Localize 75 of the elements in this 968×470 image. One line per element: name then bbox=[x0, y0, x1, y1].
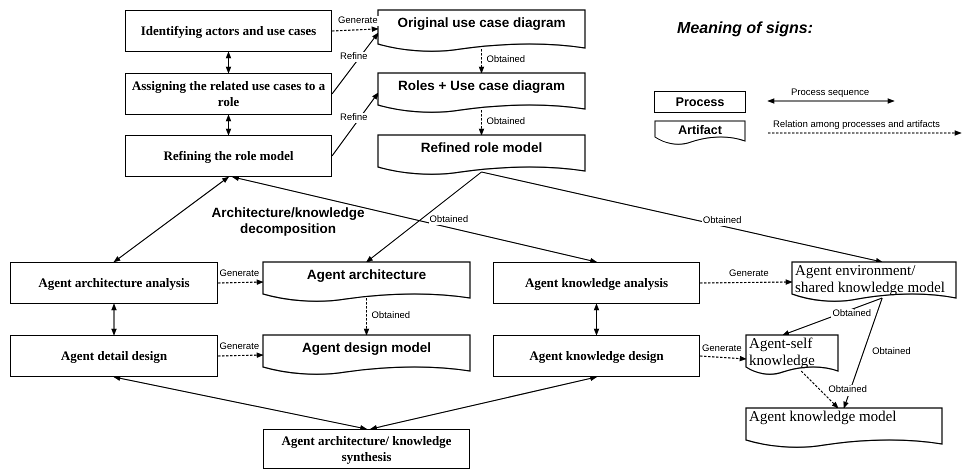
process-box bbox=[125, 135, 332, 177]
arrow bbox=[332, 92, 378, 156]
edge-label: Generate bbox=[337, 16, 379, 26]
edge-label: Obtained bbox=[702, 216, 742, 226]
process-label: Assigning the related use cases to a role bbox=[130, 78, 326, 110]
legend-label: Artifact bbox=[678, 123, 722, 137]
arrow bbox=[332, 26, 379, 32]
artifact-label: Original use case diagram bbox=[397, 15, 566, 30]
process-label: Agent knowledge analysis bbox=[524, 275, 668, 291]
legend-label: Process sequence bbox=[790, 88, 870, 98]
double-arrow bbox=[370, 376, 598, 430]
process-box bbox=[125, 10, 332, 52]
artifact-label: Agent knowledge model bbox=[749, 409, 896, 426]
artifact-label: Agent environment/ shared knowledge model bbox=[795, 263, 946, 297]
artifact-document bbox=[792, 262, 956, 302]
artifact-document bbox=[378, 73, 585, 113]
artifact-label: Roles + Use case diagram bbox=[398, 78, 565, 93]
edge-label: Obtained bbox=[871, 347, 912, 358]
artifact-document bbox=[263, 262, 470, 302]
edge-label: Obtained bbox=[370, 310, 412, 321]
edge-label: Obtained bbox=[831, 308, 872, 320]
edge-label: Generate bbox=[728, 268, 770, 279]
artifact-document bbox=[263, 335, 470, 375]
edge-label: Obtained bbox=[428, 214, 470, 226]
double-arrow bbox=[113, 176, 230, 262]
double-arrow bbox=[226, 114, 232, 136]
arrow bbox=[478, 49, 484, 74]
process-label: Agent knowledge design bbox=[529, 348, 664, 364]
arrow bbox=[218, 352, 264, 358]
edge-label: Refine bbox=[339, 52, 368, 62]
legend-title: Meaning of signs: bbox=[676, 20, 814, 38]
artifact-label: Agent architecture bbox=[306, 267, 426, 282]
edge-label: Obtained bbox=[827, 385, 868, 396]
artifact-document bbox=[746, 335, 838, 375]
legend-label: Relation among processes and artifacts bbox=[772, 120, 941, 130]
edge-label: Obtained bbox=[486, 55, 526, 66]
process-label: Agent architecture analysis bbox=[38, 275, 190, 291]
artifact-document bbox=[378, 135, 585, 175]
arrow bbox=[700, 355, 747, 362]
edge-label: Generate bbox=[218, 342, 260, 352]
process-box bbox=[493, 262, 700, 304]
arrow bbox=[700, 279, 793, 285]
arrow bbox=[481, 171, 883, 264]
edge-label: Generate bbox=[218, 268, 260, 279]
process-label: Agent detail design bbox=[60, 348, 168, 364]
artifact-document bbox=[378, 10, 585, 52]
edge-label: Refine bbox=[339, 112, 368, 123]
double-arrow bbox=[594, 303, 600, 336]
arrow bbox=[218, 279, 264, 285]
process-box bbox=[125, 73, 332, 115]
process-box bbox=[10, 335, 218, 377]
legend-label: Process bbox=[676, 95, 724, 109]
process-label: Identifying actors and use cases bbox=[140, 23, 316, 39]
process-box bbox=[263, 429, 470, 469]
artifact-label: Agent design model bbox=[302, 340, 431, 355]
section-label: Architecture/knowledge decomposition bbox=[210, 205, 366, 238]
double-arrow bbox=[226, 51, 232, 74]
double-arrow bbox=[232, 176, 598, 264]
artifact-document bbox=[746, 408, 942, 448]
arrow bbox=[843, 298, 883, 409]
arrow bbox=[332, 32, 378, 94]
edge-label: Generate bbox=[701, 344, 743, 354]
process-box bbox=[10, 262, 218, 304]
process-label: Refining the role model bbox=[163, 148, 294, 164]
artifact-label: Agent-self knowledge bbox=[749, 336, 816, 370]
arrow bbox=[364, 298, 370, 336]
artifact-label: Refined role model bbox=[420, 140, 542, 155]
arrow bbox=[800, 370, 839, 408]
double-arrow bbox=[111, 303, 117, 336]
arrow bbox=[478, 110, 484, 136]
edge-label: Obtained bbox=[486, 116, 526, 127]
process-box bbox=[493, 335, 700, 377]
arrow bbox=[366, 172, 482, 262]
process-label: Agent architecture/ knowledge synthesis bbox=[280, 433, 452, 465]
double-arrow bbox=[113, 376, 368, 430]
